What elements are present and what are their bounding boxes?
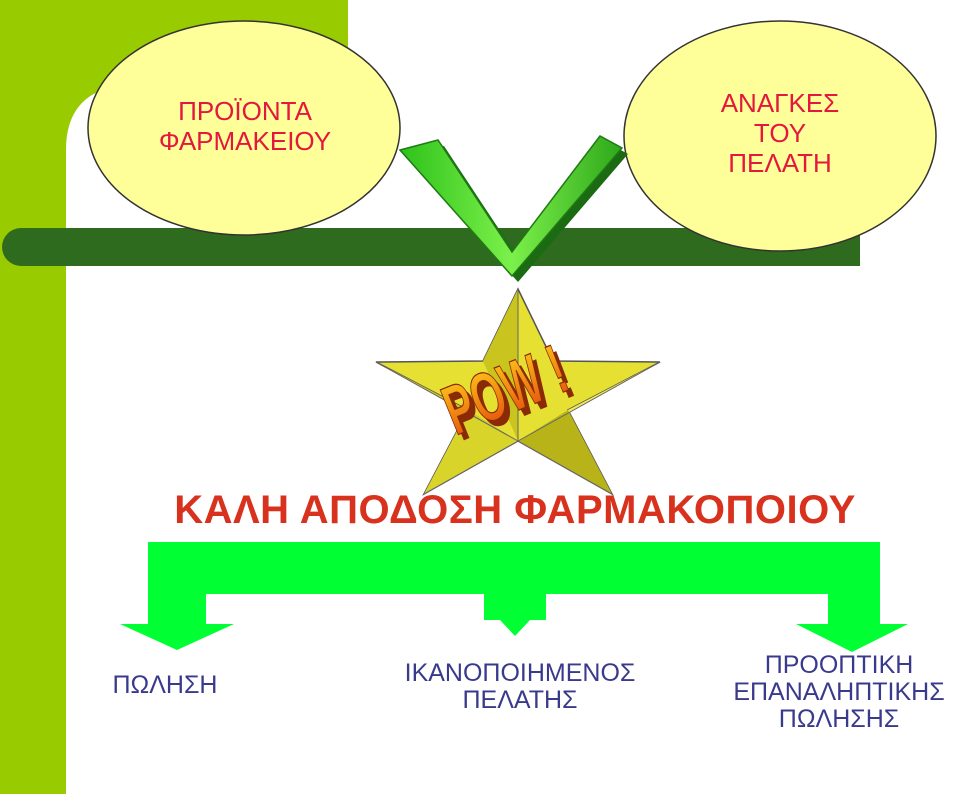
outcome-left-line1: ΠΩΛΗΣΗ xyxy=(112,671,218,699)
outcome-center-line1: ΙΚΑΝΟΠΟΙΗΜΕΝΟΣ xyxy=(404,659,636,687)
right-bubble-line3: ΠΕΛΑΤΗ xyxy=(728,148,832,178)
right-bubble-line2: ΤΟΥ xyxy=(753,118,807,148)
left-bubble-line2: ΦΑΡΜΑΚΕΙΟΥ xyxy=(158,126,332,156)
outcome-center-line2: ΠΕΛΑΤΗΣ xyxy=(462,686,578,714)
lime-corner xyxy=(66,84,140,150)
star-shape xyxy=(375,287,661,496)
left-bubble-text: ΠΡΟΪΟΝΤΑ ΦΑΡΜΑΚΕΙΟΥ xyxy=(120,96,370,156)
outcome-right-line1: ΠΡΟΟΠΤΙΚΗ xyxy=(764,651,914,679)
left-bubble xyxy=(87,20,401,236)
lime-left-bar xyxy=(0,0,66,794)
main-title: ΚΑΛΗ ΑΠΟΔΟΣΗ ΦΑΡΜΑΚΟΠΟΙΟΥ xyxy=(174,488,856,532)
left-bubble-line1: ΠΡΟΪΟΝΤΑ xyxy=(178,96,312,126)
outcome-left: ΠΩΛΗΣΗ xyxy=(90,672,240,699)
outcome-right-line2: ΕΠΑΝΑΛΗΠΤΙΚΗΣ xyxy=(733,678,945,706)
outcome-right-line3: ΠΩΛΗΣΗΣ xyxy=(778,705,900,733)
outcome-center: ΙΚΑΝΟΠΟΙΗΜΕΝΟΣ ΠΕΛΑΤΗΣ xyxy=(370,660,670,714)
right-bubble-text: ΑΝΑΓΚΕΣ ΤΟΥ ΠΕΛΑΤΗ xyxy=(650,88,910,178)
right-bubble-line1: ΑΝΑΓΚΕΣ xyxy=(720,88,840,118)
outcome-right: ΠΡΟΟΠΤΙΚΗ ΕΠΑΝΑΛΗΠΤΙΚΗΣ ΠΩΛΗΣΗΣ xyxy=(720,652,958,733)
right-bubble xyxy=(623,20,937,252)
branch-arrows xyxy=(120,542,908,652)
check-arrow xyxy=(398,135,628,282)
dark-green-bar xyxy=(2,228,860,266)
